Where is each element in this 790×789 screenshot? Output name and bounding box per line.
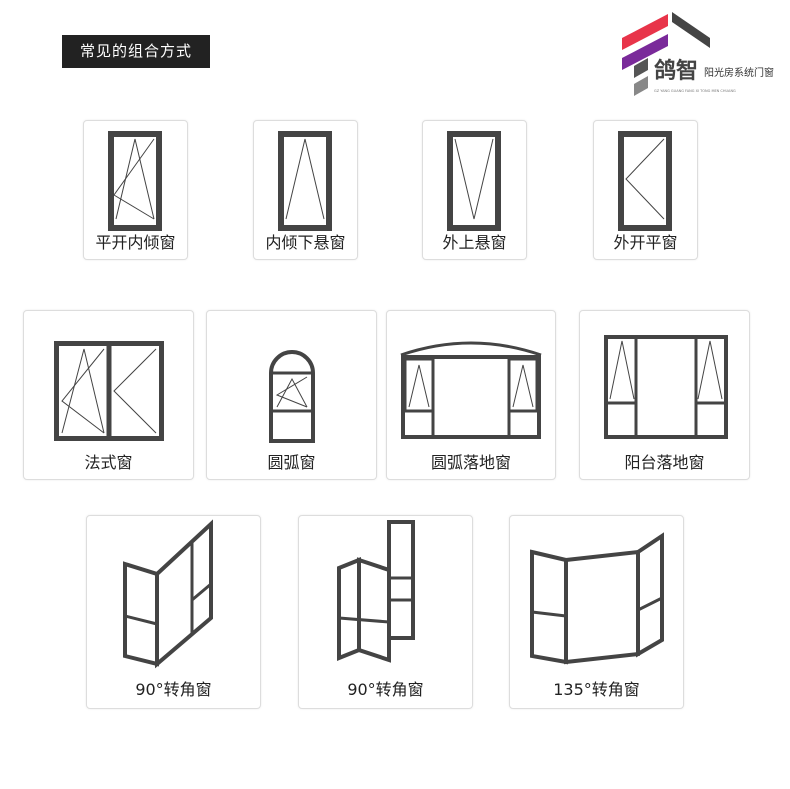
svg-text:阳光房系统门窗: 阳光房系统门窗	[704, 66, 774, 79]
window-type-card: 90°转角窗	[86, 515, 261, 709]
window-type-label: 平开内倾窗	[95, 233, 176, 252]
window-type-card: 圆弧落地窗	[386, 310, 556, 480]
window-illustration	[400, 341, 542, 439]
window-illustration	[337, 520, 415, 663]
window-illustration	[618, 131, 672, 231]
window-type-card: 圆弧窗	[206, 310, 377, 480]
window-illustration	[123, 519, 213, 669]
window-type-label: 90°转角窗	[135, 680, 212, 699]
window-illustration	[278, 131, 332, 231]
window-type-label: 外开平窗	[613, 233, 678, 252]
window-type-card: 阳台落地窗	[579, 310, 750, 480]
window-type-label: 圆弧窗	[267, 453, 316, 472]
window-type-card: 内倾下悬窗	[253, 120, 358, 260]
window-illustration	[269, 350, 315, 443]
window-type-label: 阳台落地窗	[624, 453, 705, 472]
section-title: 常见的组合方式	[62, 35, 210, 68]
window-type-card: 外上悬窗	[422, 120, 527, 260]
window-type-label: 90°转角窗	[347, 680, 424, 699]
window-type-label: 法式窗	[84, 453, 133, 472]
svg-text:鸽智: 鸽智	[654, 58, 698, 84]
brand-logo: 鸽智 阳光房系统门窗 GZ YANG GUANG FANG XI TONG ME…	[618, 8, 788, 100]
window-type-card: 法式窗	[23, 310, 194, 480]
window-type-card: 平开内倾窗	[83, 120, 188, 260]
window-type-card: 外开平窗	[593, 120, 698, 260]
window-illustration	[447, 131, 501, 231]
window-illustration	[604, 335, 728, 439]
svg-text:GZ YANG GUANG FANG XI TONG MEN: GZ YANG GUANG FANG XI TONG MEN CHUANG	[654, 89, 736, 93]
window-type-card: 135°转角窗	[509, 515, 684, 709]
window-type-label: 圆弧落地窗	[430, 453, 511, 472]
window-type-label: 外上悬窗	[442, 233, 507, 252]
window-illustration	[54, 341, 164, 441]
window-illustration	[530, 532, 664, 665]
window-type-label: 内倾下悬窗	[265, 233, 346, 252]
window-type-label: 135°转角窗	[553, 680, 640, 699]
window-type-card: 90°转角窗	[298, 515, 473, 709]
window-illustration	[108, 131, 162, 231]
